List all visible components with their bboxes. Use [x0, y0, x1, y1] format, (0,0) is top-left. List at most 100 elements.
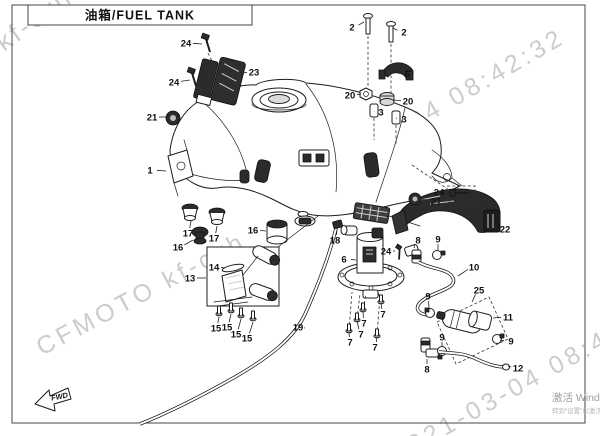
callout-label-7-30: 7 — [372, 342, 377, 353]
callout-label-3-8: 3 — [378, 107, 383, 118]
callout-leader-23-1 — [241, 72, 248, 74]
callout-label-7-29: 7 — [347, 337, 352, 348]
callout-leader-15-19 — [228, 313, 232, 323]
callout-leader-17-12 — [189, 220, 192, 229]
callout-leader-20-7 — [393, 99, 402, 102]
callout-label-25-37: 25 — [474, 285, 485, 296]
part-bolt-2a — [363, 13, 373, 88]
activation-line1: 激活 Windows — [552, 391, 600, 404]
part-clamp-9b — [424, 307, 435, 318]
fwd-arrow: FWD — [34, 387, 72, 412]
filler-cap — [268, 94, 290, 104]
part-sender-box-13 — [206, 215, 319, 307]
part-elbow-8b — [420, 337, 440, 358]
callout-label-8-42: 8 — [424, 364, 429, 375]
part-hose-10 — [415, 260, 456, 317]
part-nut-20a — [359, 87, 373, 101]
callout-leader-22-33 — [493, 227, 499, 229]
callout-label-7-27: 7 — [361, 318, 366, 329]
callout-label-9-39: 9 — [425, 291, 430, 302]
part-filter-box-25 — [436, 296, 509, 365]
callout-label-16-14: 16 — [173, 242, 184, 253]
callout-label-17-13: 17 — [209, 233, 220, 244]
part-fitting-18 — [332, 219, 344, 230]
part-clamp-5 — [378, 62, 414, 81]
page-frame — [11, 4, 586, 424]
tank-front-bracket — [167, 149, 194, 184]
part-screw-24d — [395, 243, 403, 260]
callout-leader-8-34 — [413, 244, 416, 249]
part-screw-24b — [186, 66, 205, 93]
callout-label-24-31: 24 — [434, 187, 445, 198]
page-title: 油箱/FUEL TANK — [85, 8, 195, 23]
part-grommet-21a — [165, 110, 181, 126]
part-bracket-23 — [193, 56, 246, 106]
fwd-label: FWD — [50, 390, 69, 402]
activation-line2: 转到“设置”以激活 Windows。 — [552, 406, 600, 415]
part-fuel-filter-11 — [436, 309, 493, 334]
callout-leader-6-24 — [350, 259, 357, 261]
activation-watermark: 激活 Windows 转到“设置”以激活 Windows。 — [552, 391, 600, 415]
callout-label-18-23: 18 — [330, 235, 341, 246]
part-spacer-3b — [391, 110, 401, 146]
callout-label-8-34: 8 — [415, 235, 420, 246]
callout-label-15-18: 15 — [211, 323, 222, 334]
callout-label-15-19: 15 — [222, 322, 233, 333]
callout-leader-15-21 — [249, 321, 254, 334]
part-bolts-7 — [345, 291, 385, 339]
callout-label-14-16: 14 — [209, 262, 220, 273]
callout-leader-11-38 — [492, 316, 502, 319]
part-fuel-pump-6 — [337, 225, 405, 299]
callout-label-20-7: 20 — [403, 96, 414, 107]
callout-label-5-5: 5 — [404, 69, 410, 80]
drawing-layer — [139, 13, 510, 426]
part-bushing-16b — [266, 219, 288, 245]
callout-label-12-43: 12 — [513, 363, 524, 374]
callout-leader-12-43 — [507, 365, 512, 368]
callout-leader-7-30 — [375, 336, 378, 343]
callout-label-1-11: 1 — [147, 165, 153, 176]
part-grommet-21b — [408, 192, 422, 206]
callout-label-6-24: 6 — [341, 254, 346, 265]
callout-label-2-3: 2 — [349, 22, 354, 33]
part-bolts-15 — [215, 302, 257, 322]
latch-hole-left — [302, 153, 312, 163]
callout-leader-9-40 — [499, 339, 505, 341]
part-elbow-8a — [404, 244, 422, 264]
callout-leader-10-36 — [457, 269, 469, 277]
callout-leader-15-18 — [217, 316, 220, 324]
callout-leader-18-23 — [335, 229, 338, 236]
part-bolt-2b — [386, 21, 396, 94]
part-screw-24a — [200, 32, 213, 62]
callout-label-13-17: 13 — [185, 273, 196, 284]
callout-leader-7-26 — [380, 302, 383, 310]
callout-label-22-33: 22 — [500, 224, 511, 235]
title-box — [27, 4, 253, 26]
callout-leader-5-5 — [396, 72, 401, 74]
callout-leader-24-2 — [180, 79, 191, 82]
part-screw-24e — [446, 185, 476, 203]
callout-label-15-21: 15 — [242, 333, 253, 344]
part-spacer-3a — [369, 103, 379, 140]
callout-label-24-0: 24 — [181, 38, 192, 49]
callout-label-24-2: 24 — [169, 77, 180, 88]
part-tube-19 — [139, 219, 344, 426]
callout-leader-16-15 — [259, 229, 267, 232]
callout-label-3-9: 3 — [401, 114, 406, 125]
part-bracket-22 — [391, 188, 501, 235]
part-clamp-9c — [492, 333, 505, 344]
callout-leader-25-37 — [471, 294, 476, 303]
callout-label-16-15: 16 — [248, 225, 259, 236]
callout-label-24-25: 24 — [381, 246, 392, 257]
tank-vent-right — [363, 152, 380, 178]
callout-label-23-1: 23 — [249, 67, 260, 78]
callout-label-20-6: 20 — [345, 90, 356, 101]
callout-label-21-32: 21 — [431, 196, 442, 207]
callout-label-17-12: 17 — [183, 228, 194, 239]
callout-leader-17-13 — [215, 225, 218, 234]
callout-leader-15-20 — [237, 318, 242, 330]
part-hose-12 — [438, 350, 510, 371]
callout-label-11-38: 11 — [503, 312, 514, 323]
